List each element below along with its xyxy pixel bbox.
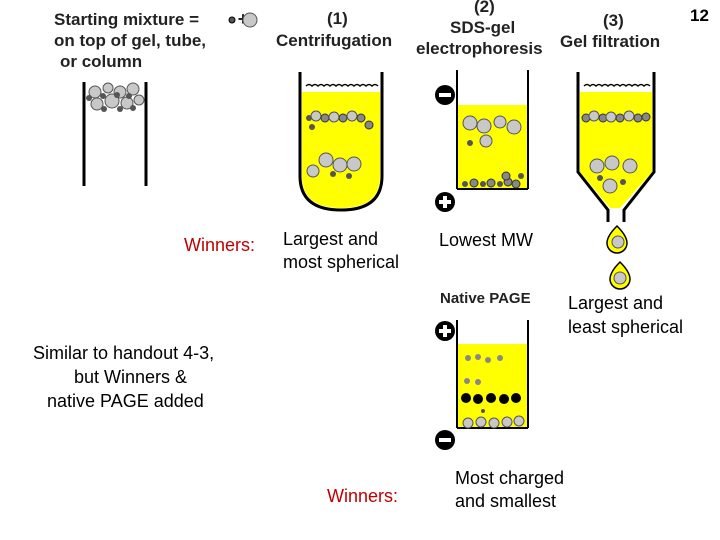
- winners-label: Winners:: [184, 235, 256, 255]
- winners-label-2: Winners:: [327, 486, 399, 506]
- centrifugation-beads: [306, 110, 374, 179]
- sds-gel-title-line1: SDS-gel: [450, 18, 516, 37]
- minus-icon: [435, 430, 455, 450]
- centrifugation-title: Centrifugation: [276, 31, 393, 50]
- starting-mixture-line2: on top of gel, tube,: [54, 31, 207, 50]
- sds-gel-result: Lowest MW: [439, 230, 534, 250]
- eluting-drops: [606, 224, 631, 290]
- plus-icon: [435, 321, 455, 341]
- native-page-result-line1: Most charged: [455, 468, 565, 488]
- legend-beads: +: [228, 9, 258, 29]
- sds-gel-number: (2): [474, 0, 495, 16]
- sds-gel-title-line2: electrophoresis: [416, 39, 543, 58]
- starting-mixture-line1: Starting mixture =: [54, 10, 200, 29]
- centrifugation-number: (1): [327, 9, 348, 28]
- sds-beads: [462, 115, 524, 189]
- sds-gel-box: [456, 70, 529, 190]
- native-page-beads: [461, 354, 525, 429]
- mixture-cluster: [86, 82, 145, 112]
- gel-filtration-result-line1: Largest and: [568, 293, 664, 313]
- native-page-title: Native PAGE: [440, 290, 531, 307]
- starting-mixture-line3: or column: [60, 52, 143, 71]
- centrifugation-tube: [298, 72, 384, 212]
- native-page-box: [456, 320, 529, 429]
- filtration-beads: [581, 110, 651, 194]
- slide-number: 12: [690, 6, 709, 25]
- plus-icon: [435, 192, 455, 212]
- centrifugation-result-line1: Largest and: [283, 229, 379, 249]
- native-page-result-line2: and smallest: [455, 491, 557, 511]
- gel-filtration-number: (3): [603, 11, 624, 30]
- note-line2: but Winners &: [74, 367, 188, 387]
- gel-filtration-result-line2: least spherical: [568, 317, 684, 337]
- minus-icon: [435, 85, 455, 105]
- note-line3: native PAGE added: [47, 391, 204, 411]
- gel-filtration-title: Gel filtration: [560, 32, 661, 51]
- note-line1: Similar to handout 4-3,: [33, 343, 215, 363]
- starting-tube: [82, 82, 148, 186]
- centrifugation-result-line2: most spherical: [283, 252, 400, 272]
- gel-filtration-column: [576, 72, 656, 290]
